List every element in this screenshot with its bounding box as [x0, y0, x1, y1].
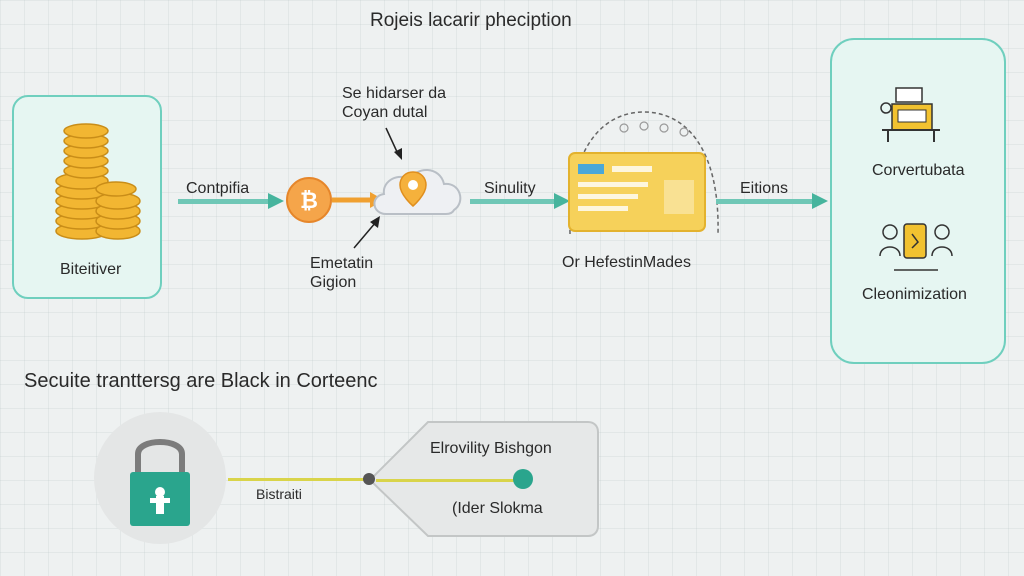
- cloud-note-top: Se hidarser da Coyan dutal: [342, 84, 446, 122]
- cloud-note-top-line2: Coyan dutal: [342, 104, 428, 121]
- cloud-note-bottom-line1: Emetatin: [310, 255, 374, 272]
- connection-node-end: [513, 469, 533, 489]
- right-panel: Corvertubata Cleonimization: [830, 38, 1006, 364]
- flow-arrow-3: [716, 193, 828, 209]
- flow-arrow-1: [178, 193, 284, 209]
- svg-text:₿: ₿: [300, 188, 318, 213]
- source-box: Biteitiver: [12, 95, 162, 299]
- connection-node-start: [363, 473, 375, 485]
- node-tag-box: [368, 421, 599, 537]
- coin-stack-icon: [55, 123, 141, 240]
- right-panel-item1: Corvertubata: [872, 162, 965, 179]
- node-bottom-label: (Ider Slokma: [452, 500, 543, 517]
- credit-card-icon: [568, 152, 706, 232]
- right-panel-item2: Cleonimization: [862, 286, 967, 303]
- arrow3-label: Eitions: [740, 180, 789, 197]
- connection-line-inner: [376, 479, 516, 482]
- connection-line-label: Bistraiti: [256, 486, 302, 502]
- workstation-icon: [880, 87, 940, 142]
- arrow1-label: Contpifia: [186, 180, 250, 197]
- note-pointer-arrow-bottom: [353, 216, 380, 249]
- note-pointer-arrow-top: [385, 127, 402, 160]
- cloud-note-bottom: Emetatin Gigion: [310, 254, 373, 292]
- connection-line: [228, 478, 372, 481]
- cloud-note-top-line1: Se hidarser da: [342, 85, 447, 102]
- location-pin-icon: [399, 171, 427, 207]
- arrow2-label: Sinulity: [484, 180, 536, 197]
- cloud-note-bottom-line2: Gigion: [310, 274, 357, 291]
- people-device-icon: [879, 223, 953, 271]
- node-top-label: Elrovility Bishgon: [430, 440, 552, 457]
- card-dashed-arc: [569, 111, 719, 235]
- bitcoin-icon: ₿: [286, 177, 332, 223]
- section2-heading: Secuite tranttersɡ are Black in Corteenc: [24, 370, 378, 392]
- diagram-title: Rojeis lacarir pheciption: [370, 10, 572, 31]
- source-box-label: Biteitiver: [60, 261, 122, 278]
- flow-arrow-2: [470, 193, 570, 209]
- padlock-icon: [94, 412, 226, 544]
- card-caption: Or HefestinMades: [562, 254, 691, 271]
